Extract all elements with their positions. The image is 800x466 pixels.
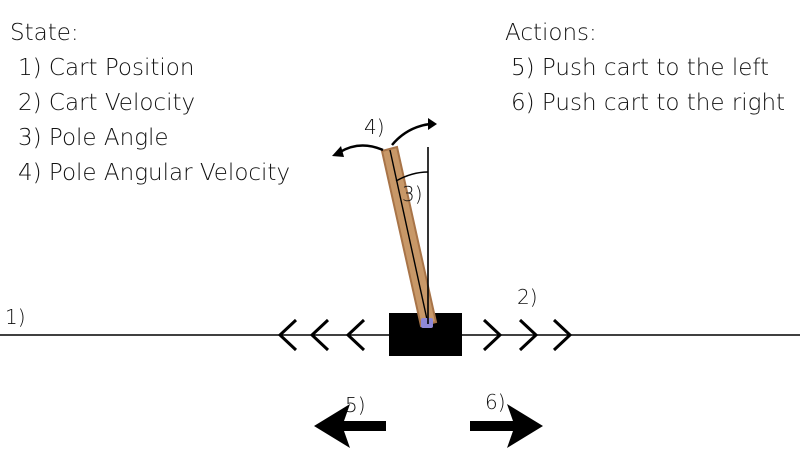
action-item-push-left: 5) Push cart to the left <box>511 55 769 81</box>
velocity-chevrons-right <box>482 318 573 352</box>
chevron-left-icon <box>277 318 298 352</box>
push-right-marker: 6) <box>485 390 506 414</box>
push-right-arrow-icon <box>470 404 543 448</box>
angular-velocity-arrow-right <box>391 122 431 146</box>
pole-angular-velocity-marker: 4) <box>364 115 385 139</box>
chevron-right-icon <box>552 318 573 352</box>
pole-center-line <box>389 149 429 325</box>
arrowhead-icon <box>428 118 437 130</box>
push-left-arrow-icon <box>314 404 386 448</box>
cart-position-marker: 1) <box>5 305 26 329</box>
action-item-push-right: 6) Push cart to the right <box>511 90 785 116</box>
push-left-marker: 5) <box>345 393 366 417</box>
state-item-cart-velocity: 2) Cart Velocity <box>18 90 195 116</box>
arrowhead-icon <box>332 146 344 157</box>
state-item-cart-position: 1) Cart Position <box>18 55 194 81</box>
pole-angle-arc <box>395 171 429 182</box>
velocity-chevrons-left <box>277 318 366 352</box>
state-item-pole-angle: 3) Pole Angle <box>18 125 169 151</box>
angular-velocity-arrow-left <box>339 144 384 154</box>
state-item-pole-angular-velocity: 4) Pole Angular Velocity <box>18 160 290 186</box>
pole-angle-marker: 3) <box>402 182 423 206</box>
chevron-right-icon <box>482 318 503 352</box>
actions-title: Actions: <box>505 20 597 46</box>
chevron-right-icon <box>518 318 539 352</box>
chevron-left-icon <box>345 318 366 352</box>
state-title: State: <box>10 20 79 46</box>
pole-axle <box>421 318 433 328</box>
chevron-left-icon <box>309 318 330 352</box>
cart-velocity-marker: 2) <box>517 285 538 309</box>
